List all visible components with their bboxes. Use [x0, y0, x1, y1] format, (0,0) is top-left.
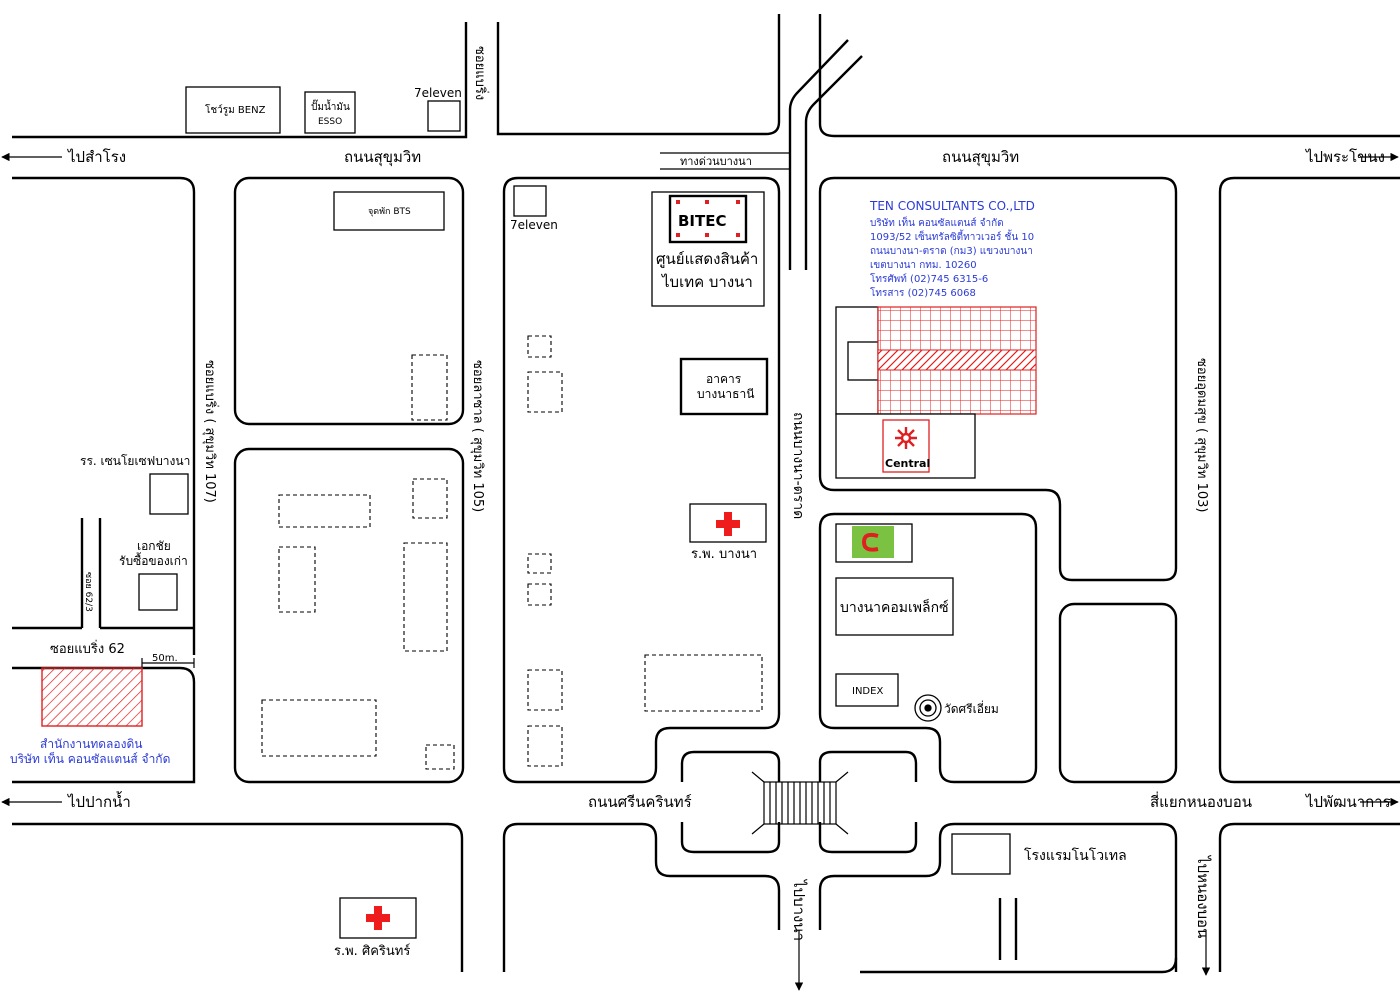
road-intersection: สี่แยกหนองบอน: [1150, 791, 1252, 811]
dashed-buildings: [261, 335, 763, 770]
esso-station: [304, 91, 356, 134]
seven-eleven-top: [427, 100, 461, 132]
ekachai-label-1: เอกชัย: [137, 539, 171, 553]
company-address-1: 1093/52 เซ็นทรัลซิตี้ทาวเวอร์ ชั้น 10: [870, 229, 1034, 243]
seven-eleven-bitec: [513, 185, 547, 217]
company-name-th: บริษัท เท็น คอนซัลแตนส์ จำกัด: [870, 215, 1004, 229]
seven-top-label: 7eleven: [414, 86, 462, 100]
dir-west-top: ไปสำโรง: [67, 148, 126, 166]
bangna-complex-building: [835, 577, 954, 636]
dir-east-bottom: ไปพัฒนาการ: [1305, 793, 1391, 811]
road-soi-107: ซอยแบริ่ง ( สุขุมวิท 107): [202, 360, 219, 503]
road-sukhumvit-left: ถนนสุขุมวิท: [344, 148, 421, 167]
company-address-2: ถนนบางนา-ตราด (กม3) แขวงบางนา: [870, 246, 1033, 257]
dir-west-bottom: ไปปากน้ำ: [67, 791, 131, 811]
benz-showroom: [185, 86, 281, 134]
ekachai-label-2: รับซื้อของเก่า: [119, 552, 188, 568]
lotus-logo: [852, 526, 894, 558]
office-label-2: บริษัท เท็น คอนซัลแตนส์ จำกัด: [10, 751, 170, 766]
school-label: รร. เซนโยเซฟบางนา: [80, 454, 190, 468]
hospital-bangna-cross-icon: [716, 512, 740, 536]
road-soi-62-3: ซอย 62/3: [83, 572, 93, 612]
bangna-thani-building: [679, 357, 769, 416]
ekachai-building: [138, 573, 178, 611]
road-soi-105: ซอยลาซาล ( สุขุมวิท 105): [470, 360, 485, 512]
hospital-srinakarin-cross-icon: [366, 906, 390, 930]
benz-label: โชว์รูม BENZ: [205, 103, 266, 116]
company-name-en: TEN CONSULTANTS CO.,LTD: [869, 199, 1035, 213]
index-building: [835, 673, 899, 707]
distance-label: 50m.: [152, 653, 178, 664]
bangna-thani-label-2: บางนาธานี: [697, 387, 754, 401]
bitec-logo-text: BITEC: [678, 212, 727, 230]
bitec-label-2: ไบเทค บางนา: [661, 273, 753, 291]
seven-bitec-label: 7eleven: [510, 218, 558, 232]
hospital-bangna-label: ร.พ. บางนา: [691, 547, 757, 562]
dir-south-bangna: ไปบางนา: [790, 879, 808, 941]
lotus-logo-icon: [861, 532, 879, 552]
company-address-3: เขตบางนา กทม. 10260: [870, 260, 977, 271]
road-sukhumvit-right: ถนนสุขุมวิท: [942, 148, 1019, 167]
test-office-site: [41, 667, 143, 727]
bangna-thani-label-1: อาคาร: [706, 372, 742, 386]
central-logo-icon: [895, 427, 917, 449]
central-city-complex: [835, 306, 1037, 479]
dir-south-right: ไปหนองบอน: [1194, 855, 1212, 938]
dir-east-top: ไปพระโขนง: [1305, 148, 1385, 166]
company-fax: โทรสาร (02)745 6068: [870, 286, 976, 299]
esso-label-1: ปั๊มน้ำมัน: [311, 99, 350, 113]
central-label: Central: [885, 457, 930, 470]
school-building: [149, 473, 189, 515]
road-soi-103: ซอยอุดมสุข ( สุขุมวิท 103): [1194, 358, 1209, 513]
road-soi-top: ซอยแบริ่ง: [472, 46, 489, 100]
bts-label: จุดพัก BTS: [368, 207, 411, 217]
road-bangna-trat: ถนนบางนา-ตราด: [790, 412, 806, 519]
bts-stop: [333, 191, 445, 231]
esso-label-2: ESSO: [318, 117, 342, 127]
index-label: INDEX: [852, 686, 883, 697]
company-phone: โทรศัพท์ (02)745 6315-6: [870, 272, 988, 285]
novotel-building: [951, 833, 1011, 875]
temple-label: วัดศรีเอี่ยม: [944, 700, 999, 716]
bitec-logo-dots: [676, 200, 740, 237]
office-label-1: สำนักงานทดลองดิน: [40, 737, 142, 751]
hospital-srinakarin-label: ร.พ. ศิครินทร์: [334, 943, 410, 959]
road-network: [1, 14, 1400, 991]
bangna-complex-label: บางนาคอมเพล็กซ์: [840, 598, 949, 616]
temple-icon: [914, 694, 942, 722]
bitec-label-1: ศูนย์แสดงสินค้า: [656, 250, 758, 268]
road-expressway: ทางด่วนบางนา: [680, 155, 752, 168]
road-soi-62: ซอยแบริ่ง 62: [50, 640, 125, 657]
novotel-label: โรงแรมโนโวเทล: [1024, 847, 1127, 864]
road-srinakarin: ถนนศรีนครินทร์: [588, 793, 692, 811]
